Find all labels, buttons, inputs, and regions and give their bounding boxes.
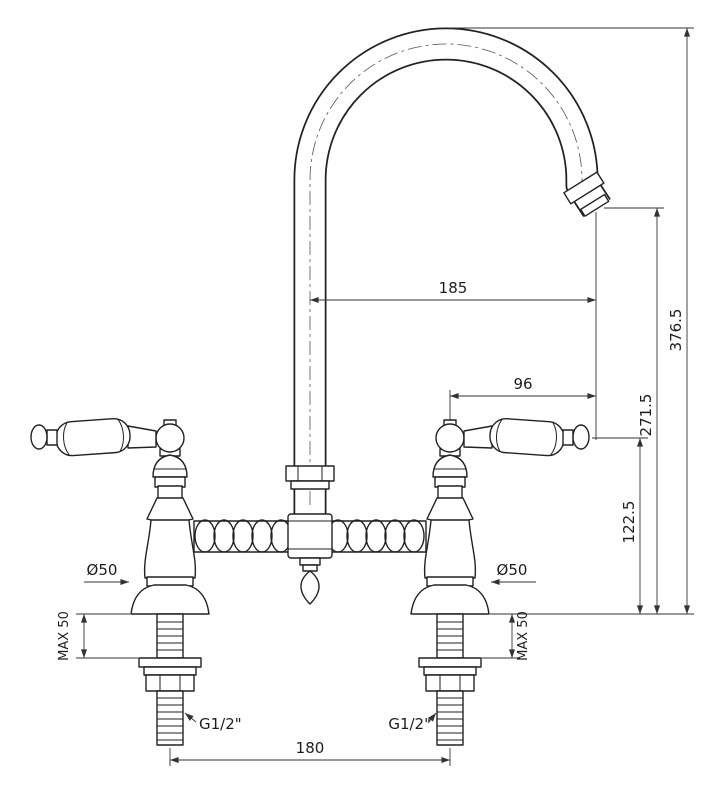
center-finial — [299, 557, 321, 605]
faucet-body-drawing — [30, 27, 611, 746]
leader-thread-left — [184, 712, 197, 723]
dim-label-diameter-right: Ø50 — [497, 561, 528, 579]
dimension-annotations: 185 96 376.5 271.5 122.5 Ø50 Ø50 MAX 50 … — [57, 27, 694, 766]
dim-label-outlet-height: 271.5 — [637, 394, 655, 437]
handle-left — [30, 417, 185, 457]
dim-label-handle-height: 122.5 — [620, 501, 638, 544]
dim-label-inlet-spacing: 180 — [296, 739, 325, 757]
dim-label-overall-height: 376.5 — [667, 309, 685, 352]
faucet-body-right — [410, 448, 490, 746]
spout-centerline — [309, 43, 583, 505]
spout-base-collar — [285, 465, 335, 490]
dim-label-max50-left: MAX 50 — [57, 611, 72, 661]
leader-thread-right — [427, 712, 437, 724]
dim-label-spout-reach: 185 — [439, 279, 468, 297]
faucet-body-left — [130, 448, 210, 746]
dim-label-handle-offset: 96 — [513, 375, 532, 393]
bridge-tee — [287, 513, 333, 559]
dim-label-diameter-left: Ø50 — [87, 561, 118, 579]
gooseneck-spout — [293, 27, 611, 518]
dim-label-thread-right: G1/2" — [388, 715, 431, 733]
dim-label-thread-left: G1/2" — [199, 715, 242, 733]
spout-nozzle — [563, 171, 610, 217]
dim-label-max50-right: MAX 50 — [516, 611, 531, 661]
